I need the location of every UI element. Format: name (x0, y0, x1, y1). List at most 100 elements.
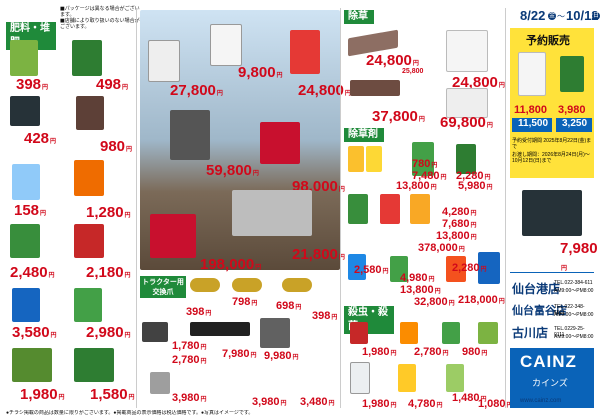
herb-price-6-val: 4,280 (442, 206, 470, 218)
machine-price-11: 9,980円 (264, 350, 299, 362)
machine-price-8-val: 1,780 (172, 340, 200, 352)
pest-img-6 (400, 322, 418, 344)
herb-price-9: 378,000円 (418, 242, 465, 254)
preorder-price-2: 3,980 (558, 104, 586, 116)
pest-price-8-val: 2,780 (414, 346, 442, 358)
herb-price-4: 2,280円 (456, 170, 491, 182)
pest-price-7-unit: 円 (390, 351, 397, 357)
brand-url[interactable]: www.cainz.com (520, 398, 562, 404)
fert-price-6-unit: 円 (124, 213, 131, 219)
preorder-price-2b-box (556, 118, 592, 132)
fert-price-9-val: 3,580 (12, 324, 50, 341)
claw-image-1 (190, 278, 220, 292)
pest-img-11 (446, 364, 464, 392)
fert-price-3-val: 428 (24, 130, 50, 147)
mower-price-4-unit: 円 (486, 123, 493, 129)
machine-price-7: 21,800円 (292, 246, 345, 263)
fert-price-2-val: 498 (96, 76, 122, 93)
mower-price-4-val: 69,800 (440, 114, 486, 131)
claw-price-3-val: 698 (276, 300, 295, 312)
pest-price-12-val: 1,480 (452, 392, 480, 404)
pest-price-7-val: 1,980 (362, 346, 390, 358)
machine-price-10-val: 7,980 (222, 348, 250, 360)
herb-price-9-val: 378,000 (418, 242, 458, 254)
herb-price-2: 7,480円 (412, 170, 447, 182)
machine-price-14-val: 3,480 (300, 396, 328, 408)
date-sep: 〜 (557, 12, 565, 21)
fert-price-12-val: 1,580 (90, 386, 128, 403)
sheet-image-1 (142, 322, 168, 342)
fert-img-3 (10, 96, 40, 126)
pest-price-3-val: 13,800 (400, 284, 434, 296)
pest-price-10: 1,980円 (362, 398, 397, 410)
fert-price-6: 1,280円 (86, 204, 131, 221)
fert-price-7-unit: 円 (48, 273, 55, 279)
pest-price-6-unit: 円 (498, 299, 505, 305)
claw-price-2-unit: 円 (251, 301, 258, 307)
pest-price-9: 980円 (462, 346, 487, 358)
herb-price-7: 7,680円 (442, 218, 477, 230)
machine-price-14-unit: 円 (328, 401, 335, 407)
store-hours-1: AM9:00〜PM8:00 (554, 288, 594, 294)
fert-price-1-val: 398 (16, 76, 42, 93)
mower-price-2-unit: 円 (498, 83, 505, 89)
store-name-1: 仙台港店 (512, 282, 561, 296)
fert-price-11-val: 1,980 (20, 386, 58, 403)
store-divider-1 (510, 272, 594, 273)
herb-img-5 (348, 194, 368, 224)
machine-price-7-unit: 円 (338, 255, 345, 261)
pest-img-9 (350, 362, 370, 394)
machine-price-13: 3,980円 (252, 396, 287, 408)
sheet-image-3 (260, 318, 290, 348)
pest-price-6-val: 218,000 (458, 294, 498, 306)
fert-img-12 (74, 348, 114, 382)
machine-price-1-unit: 円 (216, 91, 223, 97)
fert-price-10: 2,980円 (86, 324, 131, 341)
fert-price-7: 2,480円 (10, 264, 55, 281)
pest-img-8 (478, 322, 498, 344)
fert-price-4: 980円 (100, 138, 132, 155)
pest-price-2: 4,980円 (400, 272, 435, 284)
machine-price-12-unit: 円 (200, 397, 207, 403)
pest-price-10-val: 1,980 (362, 398, 390, 410)
section-header-weeding: 除草 (344, 10, 374, 24)
machine-price-6: 198,000円 (200, 256, 261, 273)
claw-image-2 (232, 278, 262, 292)
mower-sub-price: 25,800 (402, 68, 424, 75)
pest-price-8-unit: 円 (442, 351, 449, 357)
machine-price-14: 3,480円 (300, 396, 335, 408)
fert-price-9: 3,580円 (12, 324, 57, 341)
fert-img-9 (12, 288, 40, 322)
herb-img-4 (456, 144, 476, 174)
herb-price-3-val: 13,800 (396, 180, 430, 192)
herb-price-9-unit: 円 (458, 247, 465, 253)
claw-image-3 (282, 278, 312, 292)
herb-price-6-unit: 円 (470, 211, 477, 217)
pest-price-13-val: 1,080 (478, 398, 506, 410)
pest-price-13: 1,080円 (478, 398, 513, 410)
machine-price-11-unit: 円 (292, 355, 299, 361)
pest-price-9-val: 980 (462, 346, 481, 358)
machine-price-8-unit: 円 (200, 345, 207, 351)
brand-logo: CAINZ (520, 352, 577, 371)
mower-price-2-val: 24,800 (452, 74, 498, 91)
tiller-image-2 (260, 122, 300, 164)
pest-price-12: 1,480円 (452, 392, 487, 404)
fert-price-11: 1,980円 (20, 386, 65, 403)
fert-price-8-unit: 円 (124, 273, 131, 279)
fert-price-8-val: 2,180 (86, 264, 124, 281)
tiller-image-1 (170, 110, 210, 160)
cart-image (522, 190, 582, 236)
fert-price-10-val: 2,980 (86, 324, 124, 341)
mower-price-4: 69,800円 (440, 114, 493, 131)
fert-img-8 (74, 224, 104, 258)
pest-price-3: 13,800円 (400, 284, 441, 296)
claw-price-4-val: 398 (312, 310, 331, 322)
fert-price-12: 1,580円 (90, 386, 135, 403)
machine-price-10: 7,980円 (222, 348, 257, 360)
fert-price-4-val: 980 (100, 138, 126, 155)
pest-price-5-val: 32,800 (414, 296, 448, 308)
claw-price-1-val: 398 (186, 306, 205, 318)
pest-price-4-val: 2,280 (452, 262, 480, 274)
machine-price-13-val: 3,980 (252, 396, 280, 408)
